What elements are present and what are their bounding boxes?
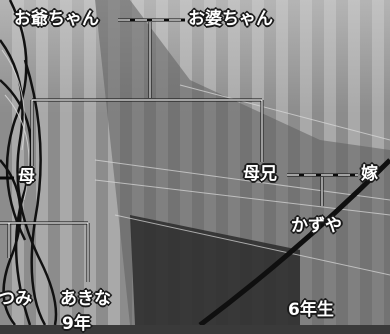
tree-lines-highlight — [0, 19, 358, 282]
child-right-label: あきな — [60, 289, 111, 309]
uncle-label: 母兄 — [243, 164, 277, 184]
cousin-grade-label: 6年生 — [288, 300, 334, 320]
cousin-name-label: かずや — [291, 216, 342, 236]
grandmother-label: お婆ちゃん — [188, 9, 273, 29]
mother-label: 母 — [18, 167, 35, 187]
grandfather-label: お爺ちゃん — [14, 9, 99, 29]
child-left-label: つみ — [0, 289, 32, 309]
manga-panel — [0, 0, 390, 325]
uncle-wife-label: 嫁 — [361, 164, 378, 184]
dark-building-face — [130, 215, 300, 325]
power-cable — [198, 158, 390, 325]
tangled-wires — [0, 0, 58, 325]
